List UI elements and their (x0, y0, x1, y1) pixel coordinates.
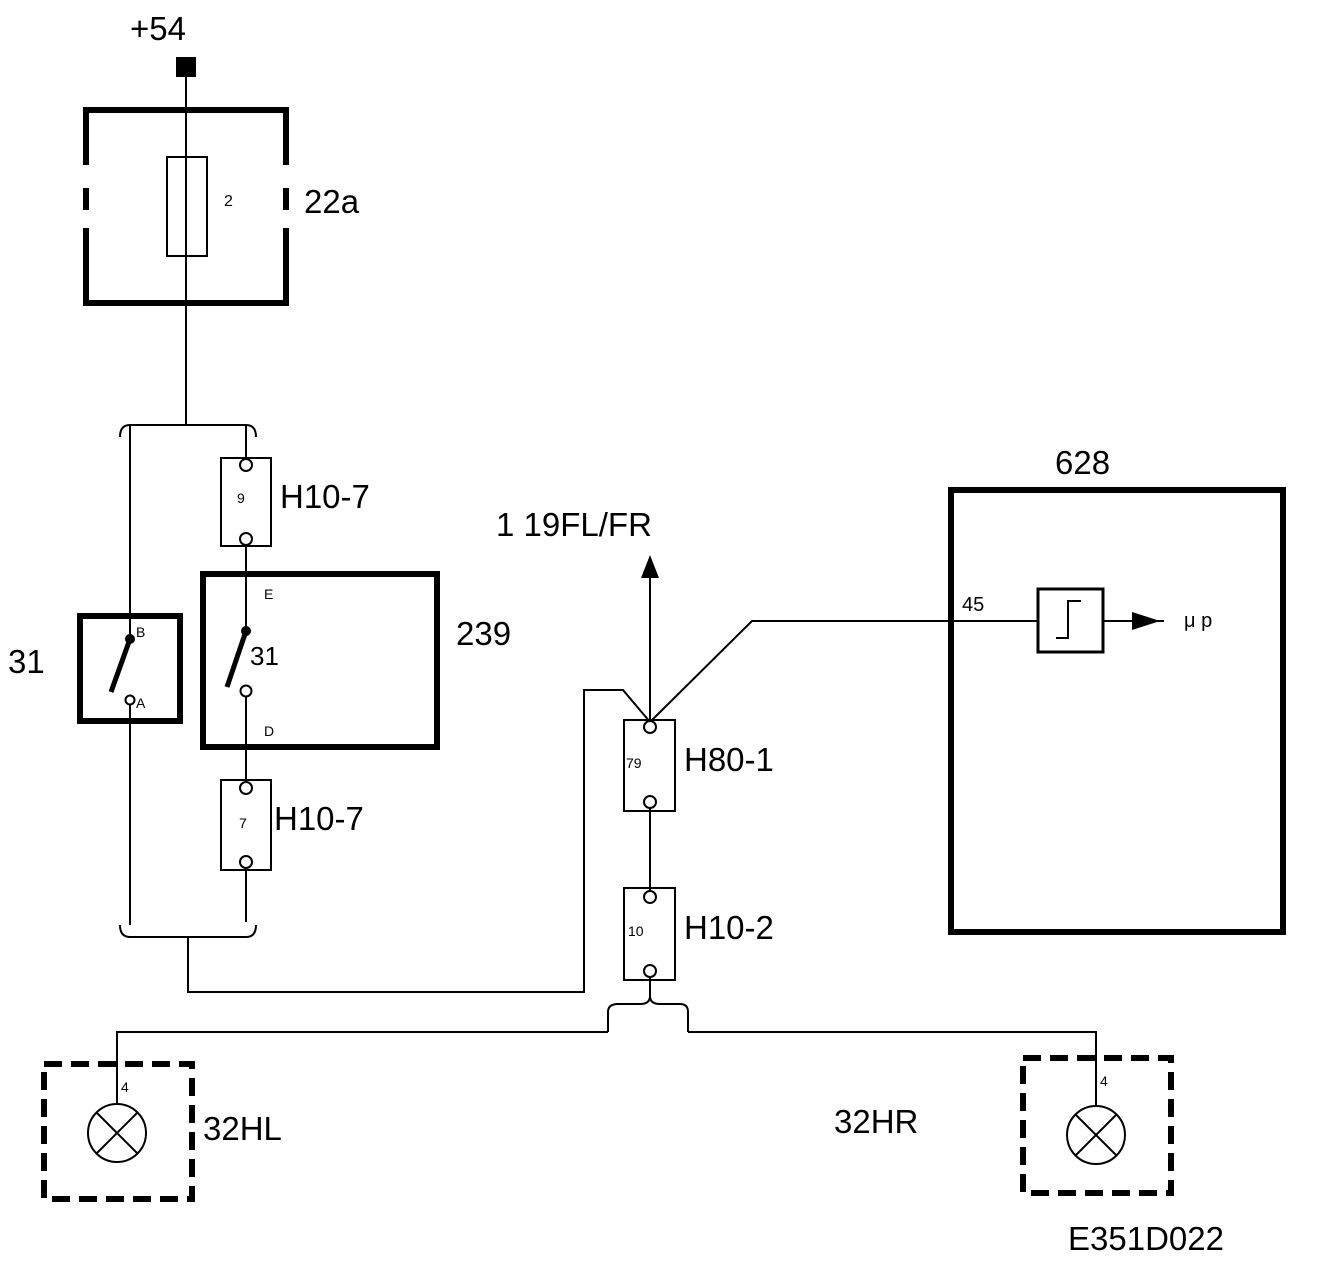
switch-31-label: 31 (8, 643, 45, 680)
wire-to-628 (649, 620, 1038, 723)
connector-h10-7-top-label: H10-7 (280, 478, 370, 515)
module-239-lever (224, 630, 249, 688)
brace-bottom (119, 924, 257, 938)
lamp-32hl-bulb-icon (87, 1103, 147, 1163)
wire-lamp-left (116, 1031, 608, 1103)
lamp-32hl-x2 (96, 1112, 138, 1154)
connector-h10-2-number: 10 (628, 923, 644, 939)
module-628-pin-45: 45 (962, 594, 984, 616)
connector-h10-2-label: H10-2 (684, 909, 774, 946)
module-239-inner-label: 31 (250, 641, 279, 671)
module-628-box (948, 487, 1286, 935)
module-239-box (200, 571, 440, 750)
module-239-pin-d-dot (239, 684, 253, 698)
connector-h10-7-bottom-label: H10-7 (274, 800, 364, 837)
brace-lamps (607, 977, 689, 1022)
lamp-32hr-x2 (1075, 1114, 1117, 1156)
module-239-label: 239 (456, 615, 511, 652)
module-239-pin-d: D (264, 723, 274, 739)
connector-h80-1-label: H80-1 (684, 741, 774, 778)
arrow-up-head (641, 555, 659, 578)
connector-h10-7-bottom-pin-a (239, 781, 253, 795)
brace-top (119, 424, 257, 438)
fuse-number: 2 (224, 193, 233, 210)
fuse-box-22a (83, 107, 289, 306)
connector-h10-7-bottom-pin-b (239, 855, 253, 869)
wire-return (187, 689, 651, 993)
lamp-32hl-label: 32HL (203, 1110, 282, 1147)
connector-h80-1-pin-b (643, 795, 657, 809)
connector-h80-1-pin-a (643, 720, 657, 734)
switch-31-box (77, 613, 183, 724)
switch-31-pin-a: A (136, 695, 146, 711)
schmitt-trigger-icon (1056, 600, 1081, 639)
connector-h10-7-top-number: 9 (237, 490, 245, 506)
drawing-id: E351D022 (1068, 1220, 1224, 1257)
lamp-32hr-label: 32HR (834, 1103, 918, 1140)
connector-h10-7-bottom-number: 7 (239, 815, 247, 831)
lamp-32hr-pin: 4 (1100, 1073, 1108, 1089)
lamp-32hl-pin: 4 (121, 1079, 129, 1095)
connector-h10-7-top-pin-a (239, 458, 253, 472)
supply-terminal (176, 57, 196, 77)
module-628-label: 628 (1055, 444, 1110, 481)
fuse-box-label: 22a (304, 183, 360, 220)
micro-label: μ p (1184, 610, 1212, 632)
wire-lamp-right (688, 1031, 1097, 1106)
arrow-target-label: 1 19FL/FR (496, 506, 652, 543)
lamp-32hl-box (41, 1061, 195, 1202)
connector-h10-2-pin-a (643, 890, 657, 904)
lamp-32hr-bulb-icon (1066, 1105, 1126, 1165)
schmitt-trigger-box (1036, 587, 1105, 654)
connector-h80-1-number: 79 (626, 755, 642, 771)
supply-label: +54 (130, 10, 186, 47)
switch-31-lever (108, 638, 133, 693)
connector-h10-2-pin-b (643, 964, 657, 978)
connector-h10-7-top-pin-b (239, 532, 253, 546)
fuse-element (166, 156, 208, 257)
module-239-pin-e: E (264, 586, 273, 602)
switch-31-pin-b: B (136, 624, 145, 640)
lamp-32hr-box (1020, 1055, 1174, 1196)
switch-31-pin-a-dot (124, 694, 136, 706)
